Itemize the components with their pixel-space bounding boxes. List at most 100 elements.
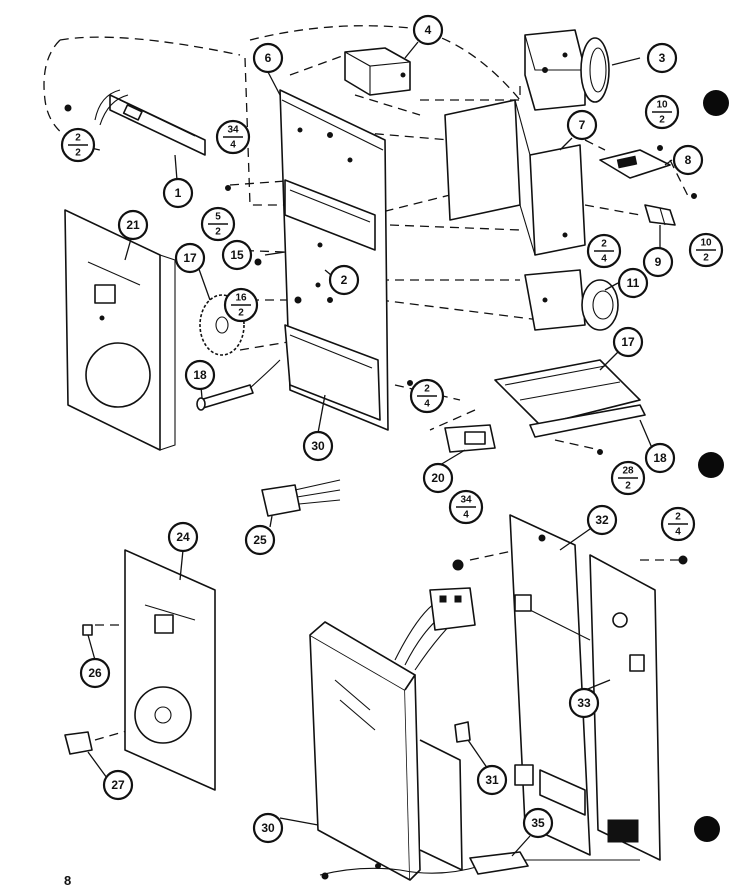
- svg-text:5: 5: [215, 212, 221, 223]
- svg-text:2: 2: [75, 148, 81, 159]
- svg-text:2: 2: [601, 239, 607, 250]
- svg-text:2: 2: [625, 481, 631, 492]
- svg-text:17: 17: [183, 251, 197, 265]
- svg-text:34: 34: [227, 125, 239, 136]
- binder-hole-top: [703, 90, 729, 116]
- callout-21: 18: [644, 442, 676, 474]
- binder-hole-middle: [698, 452, 724, 478]
- part-9-clip: [644, 193, 697, 226]
- part-25-terminal-plug: [261, 479, 341, 517]
- callout-27: 27: [102, 769, 134, 801]
- part-8-connector: [599, 145, 671, 179]
- svg-text:35: 35: [531, 816, 545, 830]
- fraction-2-4-middle: 2 4: [409, 378, 445, 414]
- callout-23: 21: [117, 209, 149, 241]
- part-35-power-cord: [319, 851, 640, 880]
- part-18-shaft: [196, 359, 281, 411]
- svg-text:31: 31: [485, 773, 499, 787]
- callout-17: 1717: [174, 242, 206, 274]
- callout-4: 4: [412, 14, 444, 46]
- fraction-34-4-lower: 34 4: [448, 489, 484, 525]
- callout-32: 32: [586, 504, 618, 536]
- svg-text:33: 33: [577, 696, 591, 710]
- svg-text:10: 10: [656, 100, 668, 111]
- callout-25: 25: [244, 524, 276, 556]
- svg-text:11: 11: [627, 276, 640, 290]
- svg-text:15: 15: [230, 248, 244, 262]
- callout-9: 9: [642, 246, 674, 278]
- svg-text:25: 25: [253, 533, 267, 547]
- svg-text:9: 9: [655, 255, 662, 269]
- svg-text:30: 30: [261, 821, 275, 835]
- callout-11: 11: [617, 267, 649, 299]
- svg-text:2: 2: [238, 308, 244, 319]
- svg-text:18: 18: [193, 368, 207, 382]
- part-32-33-side-plates: [509, 514, 661, 861]
- callout-1: 1: [162, 177, 194, 209]
- svg-text:17: 17: [621, 335, 635, 349]
- callout-3: 3: [646, 42, 678, 74]
- part-11-motor: [524, 269, 619, 331]
- callout-31: 31: [476, 764, 508, 796]
- fraction-10-2-upper: 10 2: [644, 94, 680, 130]
- callout-7: 7: [566, 109, 598, 141]
- fraction-2-4-right: 2 4: [586, 233, 622, 269]
- callout-6: 6: [252, 42, 284, 74]
- part-1-wire-bracket: [64, 89, 206, 156]
- svg-text:30: 30: [311, 439, 325, 453]
- part-30-housing: [309, 621, 463, 881]
- callout-20: 17: [612, 326, 644, 358]
- callout-2: 2: [328, 264, 360, 296]
- callout-15: 15: [221, 239, 253, 271]
- svg-text:2: 2: [75, 133, 81, 144]
- svg-text:6: 6: [265, 51, 272, 65]
- screws: [225, 132, 688, 571]
- callout-26: 26: [79, 657, 111, 689]
- svg-text:3: 3: [659, 51, 666, 65]
- svg-text:2: 2: [659, 115, 665, 126]
- fraction-5-2: 5 2: [200, 206, 236, 242]
- part-31-wiring: [394, 587, 476, 743]
- callout-18: 1818: [184, 359, 216, 391]
- svg-text:10: 10: [700, 238, 712, 249]
- svg-text:4: 4: [463, 510, 469, 521]
- fraction-16-2: 16 2: [223, 287, 259, 323]
- svg-text:4: 4: [425, 23, 432, 37]
- svg-text:2: 2: [675, 512, 681, 523]
- svg-text:18: 18: [653, 451, 667, 465]
- svg-text:26: 26: [88, 666, 102, 680]
- part-4-transformer: [344, 47, 411, 96]
- callout-22: 20: [422, 462, 454, 494]
- part-3-timer-motor: [524, 29, 610, 111]
- callout-30-lower: 30: [252, 812, 284, 844]
- fraction-2-2: 2 2: [60, 127, 96, 163]
- callout-35: 35: [522, 807, 554, 839]
- fraction-10-2-lower: 10 2: [688, 232, 724, 268]
- svg-text:20: 20: [431, 471, 445, 485]
- callout-24: 24: [167, 521, 199, 553]
- svg-text:2: 2: [215, 227, 221, 238]
- part-22-switch: [444, 424, 496, 453]
- svg-text:4: 4: [675, 527, 681, 538]
- svg-text:8: 8: [685, 153, 692, 167]
- fraction-34-4-upper: 34 4: [215, 119, 251, 155]
- page-number: 8: [64, 873, 72, 888]
- svg-text:2: 2: [703, 253, 709, 264]
- fraction-28-2: 28 2: [610, 460, 646, 496]
- svg-text:7: 7: [579, 118, 586, 132]
- part-7-bracket: [444, 99, 586, 256]
- svg-text:27: 27: [111, 778, 125, 792]
- binder-hole-bottom: [694, 816, 720, 842]
- part-23-front-panel: [64, 209, 176, 451]
- svg-text:16: 16: [235, 293, 247, 304]
- part-24-face-plate: [124, 549, 216, 791]
- svg-text:4: 4: [424, 399, 430, 410]
- part-26-27-knob: [64, 624, 93, 755]
- svg-text:4: 4: [601, 254, 607, 265]
- callout-30-upper: 30: [302, 430, 334, 462]
- svg-text:32: 32: [595, 513, 609, 527]
- callout-33: 33: [568, 687, 600, 719]
- callout-8: 8: [672, 144, 704, 176]
- part-20-21-rails: [494, 359, 646, 455]
